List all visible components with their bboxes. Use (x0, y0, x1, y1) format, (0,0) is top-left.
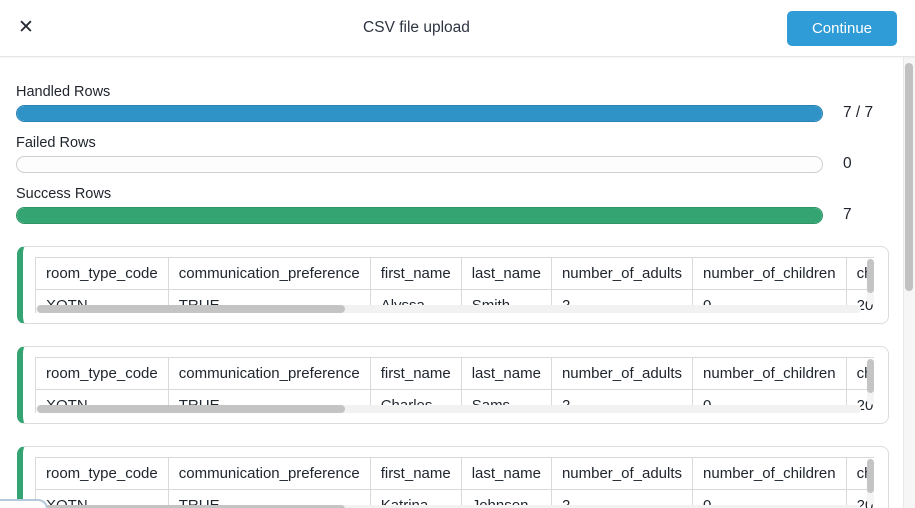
column-header: last_name (460, 457, 552, 490)
success-rows-bar-fill (17, 207, 822, 223)
csv-row-card: room_type_code communication_preference … (17, 446, 889, 508)
vertical-scrollbar[interactable] (867, 359, 874, 405)
handled-rows-bar-fill (17, 105, 822, 121)
close-button[interactable]: ✕ (18, 14, 46, 42)
csv-table-viewport: room_type_code communication_preference … (35, 357, 874, 413)
horizontal-scrollbar[interactable] (36, 505, 861, 508)
success-rows-progress: 7 (16, 206, 889, 224)
horizontal-scrollbar-thumb[interactable] (37, 505, 345, 508)
handled-rows-progress: 7 / 7 (16, 104, 889, 122)
failed-rows-count: 0 (843, 155, 852, 172)
continue-button[interactable]: Continue (786, 10, 897, 46)
csv-table-viewport: room_type_code communication_preference … (35, 457, 874, 508)
bottom-left-peek-bubble (0, 499, 48, 508)
table-header-row: room_type_code communication_preference … (35, 357, 874, 390)
csv-table-viewport: room_type_code communication_preference … (35, 257, 874, 313)
modal-body: Handled Rows 7 / 7 Failed Rows 0 Success… (0, 57, 915, 508)
column-header: number_of_children (692, 257, 847, 290)
cell: 2 (550, 489, 694, 508)
vertical-scrollbar-thumb[interactable] (867, 259, 874, 293)
vertical-scrollbar-thumb[interactable] (867, 459, 874, 493)
table-header-row: room_type_code communication_preference … (35, 257, 874, 290)
handled-rows-count: 7 / 7 (843, 104, 874, 121)
column-header: first_name (369, 457, 462, 490)
page-title: CSV file upload (363, 19, 470, 36)
table-header-row: room_type_code communication_preference … (35, 457, 874, 490)
failed-rows-bar (16, 155, 823, 173)
column-header: first_name (369, 357, 462, 390)
column-header: room_type_code (35, 257, 169, 290)
column-header: number_of_adults (550, 457, 694, 490)
failed-rows-progress: 0 (16, 155, 889, 173)
column-header: communication_preference (167, 357, 371, 390)
column-header: number_of_adults (550, 257, 694, 290)
success-rows-count: 7 (843, 206, 852, 223)
column-header: first_name (369, 257, 462, 290)
handled-rows-bar (16, 104, 823, 122)
cell: Johnson (460, 489, 552, 508)
cell: 2026-0 (845, 489, 874, 508)
column-header: room_type_code (35, 457, 169, 490)
column-header: room_type_code (35, 357, 169, 390)
close-icon: ✕ (18, 17, 34, 38)
horizontal-scrollbar-thumb[interactable] (37, 405, 345, 413)
horizontal-scrollbar-thumb[interactable] (37, 305, 345, 313)
column-header: communication_preference (167, 257, 371, 290)
modal-header: ✕ CSV file upload Continue (0, 0, 915, 57)
horizontal-scrollbar[interactable] (36, 305, 861, 313)
success-rows-bar (16, 206, 823, 224)
vertical-scrollbar[interactable] (867, 259, 874, 305)
column-header: number_of_children (692, 457, 847, 490)
horizontal-scrollbar[interactable] (36, 405, 861, 413)
column-header: last_name (460, 357, 552, 390)
column-header: number_of_adults (550, 357, 694, 390)
csv-preview-table: room_type_code communication_preference … (35, 457, 874, 508)
table-row: XOTN TRUE Katrina Johnson 2 0 2026-0 (35, 489, 874, 508)
csv-row-card: room_type_code communication_preference … (17, 246, 889, 324)
failed-rows-label: Failed Rows (16, 135, 96, 151)
vertical-scrollbar-thumb[interactable] (867, 359, 874, 393)
success-rows-label: Success Rows (16, 186, 112, 202)
vertical-scrollbar[interactable] (867, 459, 874, 505)
column-header: last_name (460, 257, 552, 290)
page-scrollbar-thumb[interactable] (905, 63, 913, 291)
csv-row-card: room_type_code communication_preference … (17, 346, 889, 424)
page-scrollbar[interactable] (903, 57, 915, 508)
handled-rows-label: Handled Rows (16, 84, 111, 100)
column-header: number_of_children (692, 357, 847, 390)
column-header: communication_preference (167, 457, 371, 490)
